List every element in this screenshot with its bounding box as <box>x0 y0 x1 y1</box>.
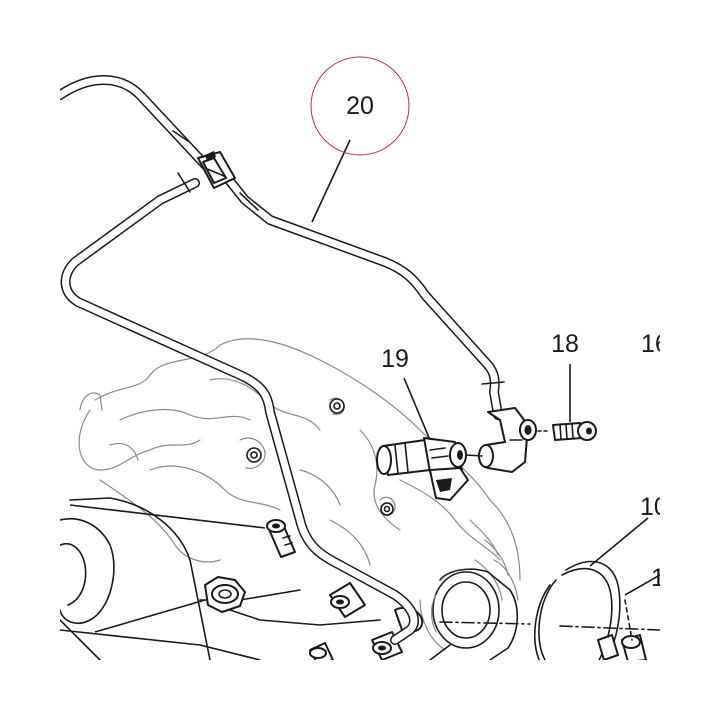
leader-10 <box>589 517 649 567</box>
screw-part-18 <box>537 421 597 441</box>
callout-10-partial: 10 <box>640 493 668 521</box>
clamp-ring-part-10 <box>534 560 621 660</box>
callout-1-partial: 1 <box>651 564 665 592</box>
leader-20 <box>311 139 351 223</box>
callout-16-partial: 16 <box>641 330 669 358</box>
bolt-mid-left <box>69 504 296 558</box>
throttle-body <box>429 559 519 660</box>
highlight-circle-20 <box>310 56 410 156</box>
callout-20: 20 <box>346 92 374 120</box>
breather-hose-assembly <box>60 75 505 645</box>
sensor-part-19 <box>376 437 483 501</box>
leader-1x <box>624 574 660 596</box>
hose-elbow-fitting <box>478 407 537 473</box>
callout-19: 19 <box>381 345 409 373</box>
callout-18: 18 <box>551 330 579 358</box>
hose-end-bottom-right <box>621 599 647 660</box>
centerline-right <box>559 625 660 631</box>
nut-bottom-left <box>94 576 246 633</box>
leader-19 <box>403 377 431 441</box>
engine-block-outline <box>60 338 521 660</box>
background-bolts <box>246 398 394 516</box>
centerline <box>439 621 531 625</box>
